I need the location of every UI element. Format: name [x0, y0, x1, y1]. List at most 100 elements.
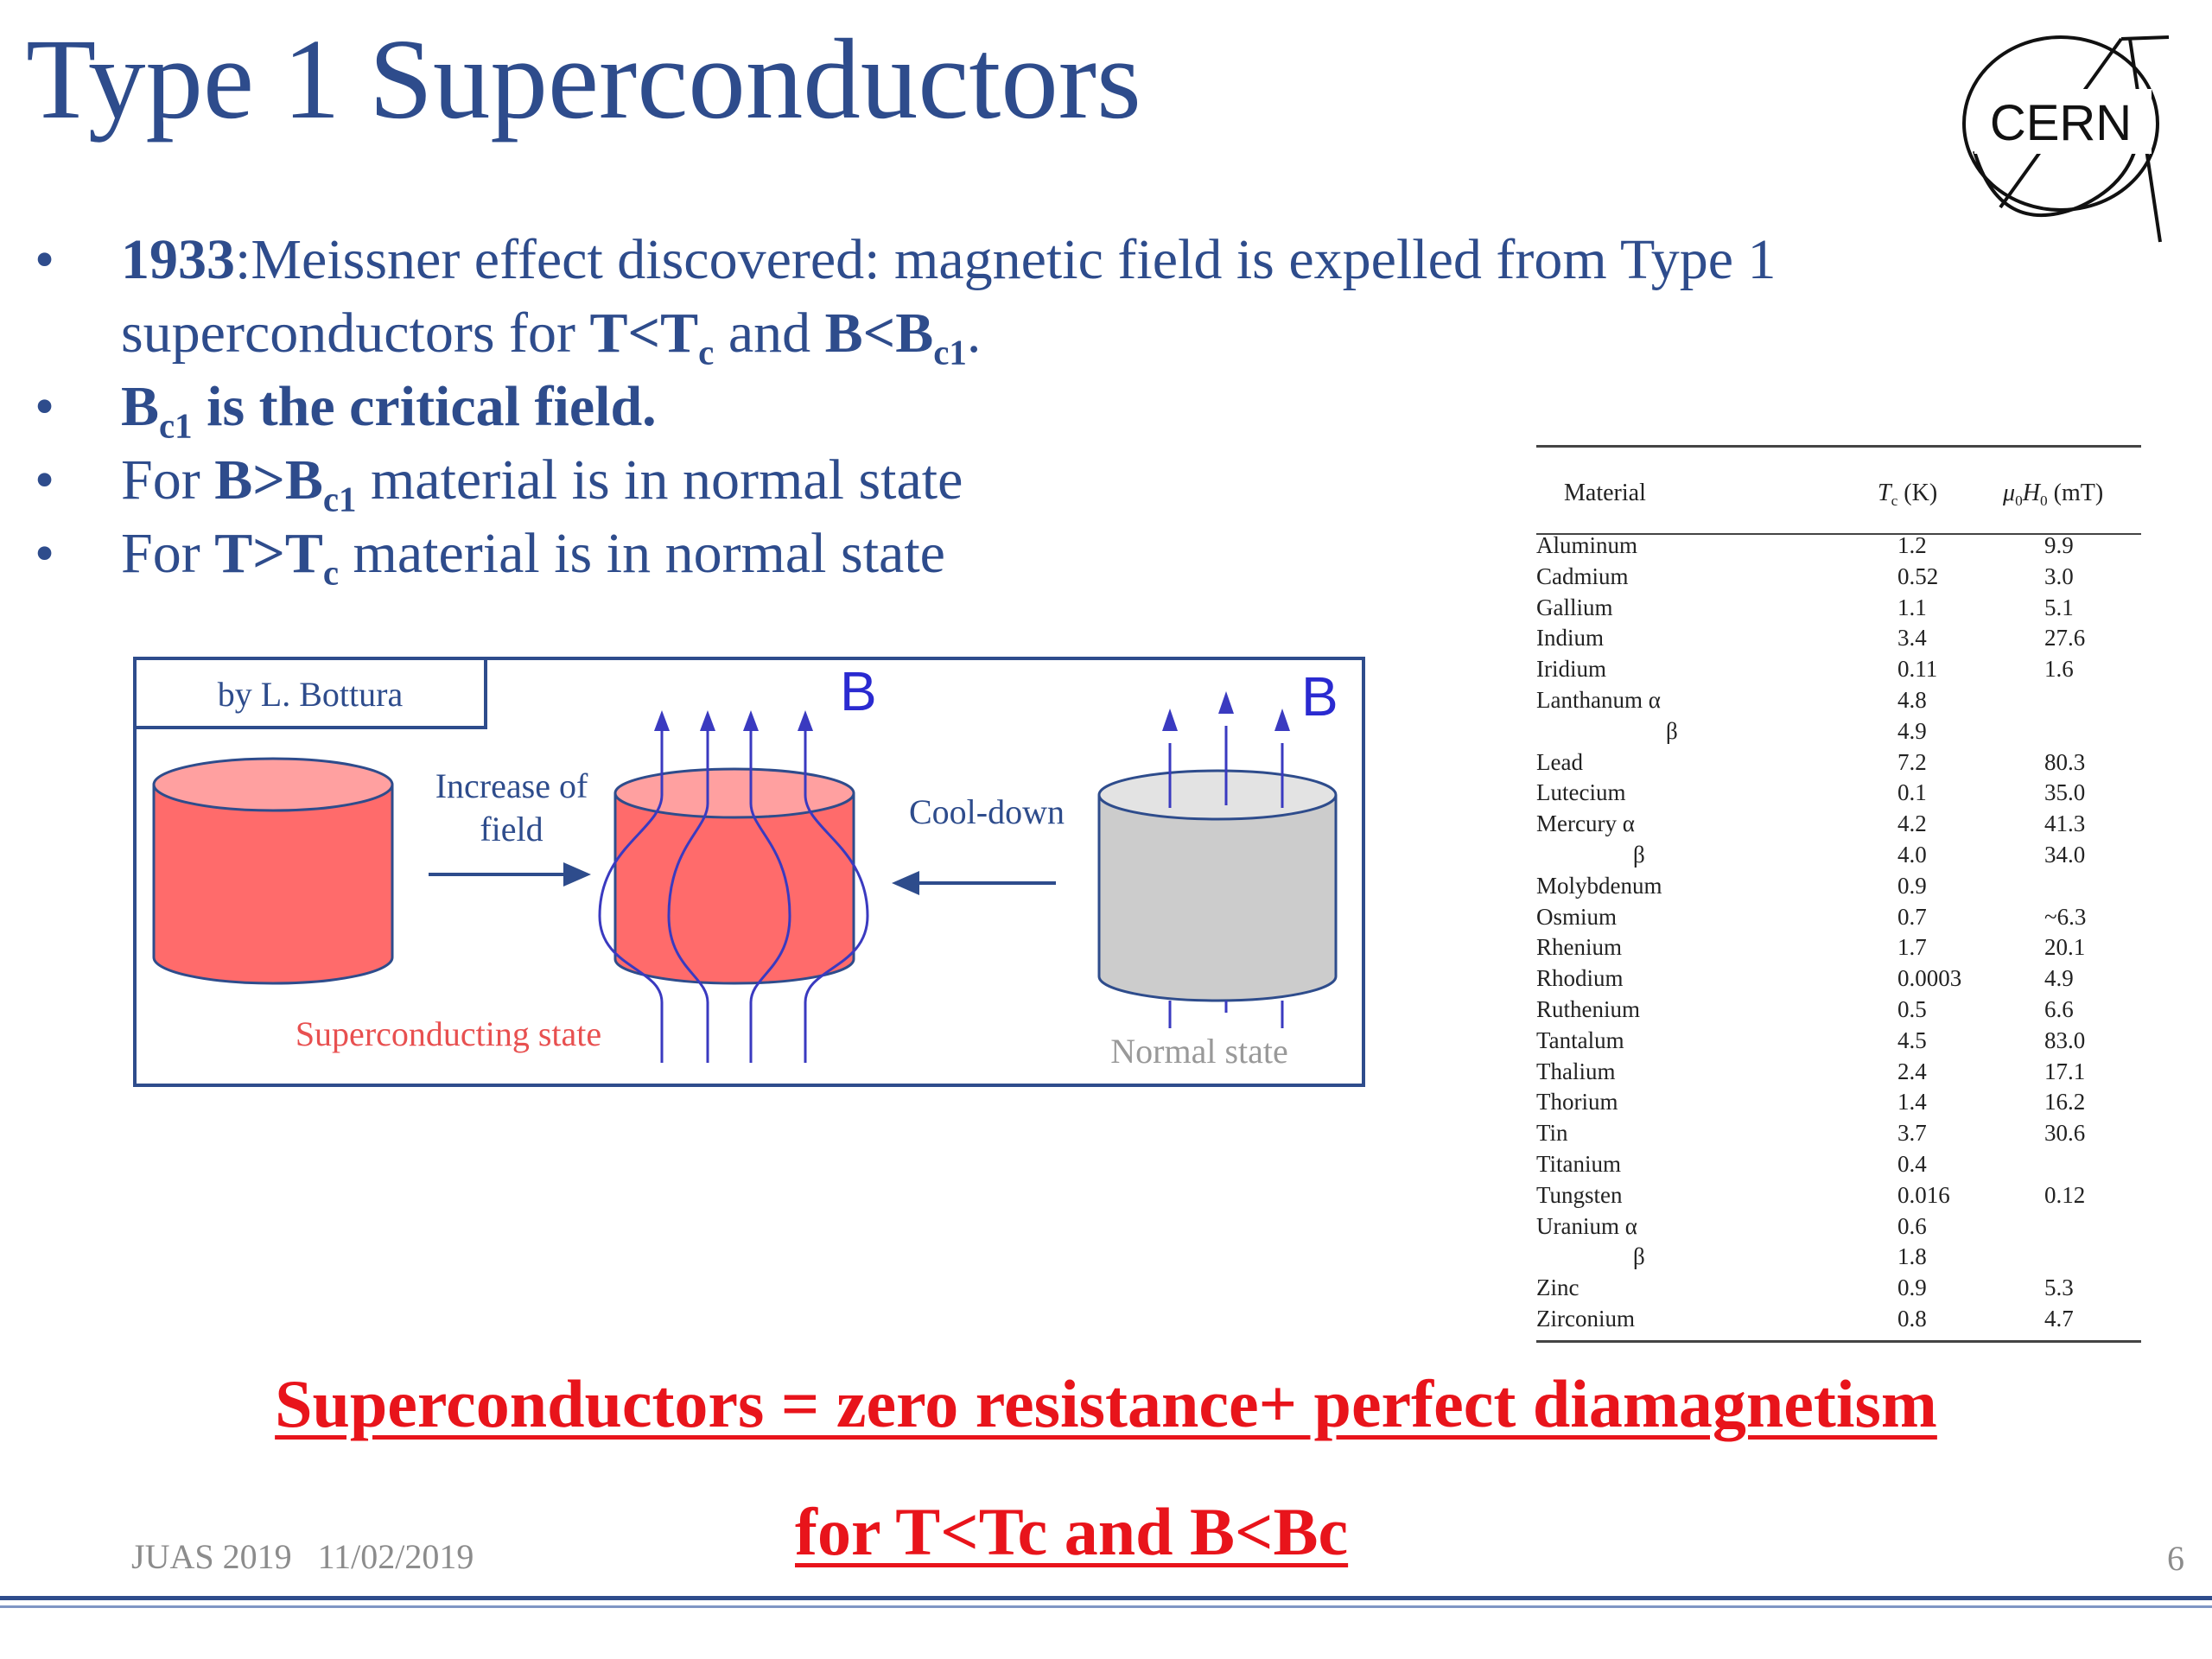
table-row: Cadmium 0.52 3.0: [1536, 561, 2141, 592]
increase-arrow-head: [563, 862, 591, 887]
tc-cell: 0.9: [1897, 872, 1927, 899]
credit-box: [133, 657, 487, 729]
tc-cell: 4.2: [1897, 810, 1927, 837]
footer-rule-thin: [0, 1605, 2212, 1608]
table-row: Lanthanum α 4.8: [1536, 684, 2141, 715]
bullet-pre: For: [121, 522, 215, 585]
material-cell: Osmium: [1536, 903, 1618, 930]
bullet-text: is the critical field.: [192, 375, 657, 438]
bullet-t: T>T: [214, 522, 323, 585]
bullet-dot: •: [35, 448, 55, 512]
material-cell: Titanium: [1536, 1151, 1622, 1177]
h0-cell: 4.9: [2044, 965, 2074, 992]
b-field-label-1: B: [840, 660, 877, 722]
material-cell: Lead: [1536, 748, 1583, 775]
cylinder-normal: [1097, 769, 1338, 1002]
h0-cell: 3.0: [2044, 563, 2074, 589]
h0-cell: 27.6: [2044, 625, 2086, 652]
material-cell: β: [1666, 717, 1678, 744]
page-number: 6: [2167, 1539, 2184, 1578]
tc-cell: 7.2: [1897, 748, 1927, 775]
tc-cell: 0.6: [1897, 1212, 1927, 1239]
footer-rule: [0, 1596, 2212, 1600]
bullet-and: and: [714, 302, 825, 365]
bullet-item-4: • For T>Tc material is in normal state: [35, 517, 1936, 590]
table-bottom-rule: [1536, 1340, 2141, 1343]
bullet-b: B>B: [214, 448, 323, 512]
tc-cell: 0.0003: [1897, 965, 1962, 992]
penetrating-field-lines: [1168, 726, 1284, 1028]
material-cell: Ruthenium: [1536, 996, 1640, 1022]
bullet-sub-c: c: [322, 553, 339, 593]
tc-cell: 1.1: [1897, 594, 1927, 620]
tc-cell: 4.8: [1897, 687, 1927, 713]
material-cell: Lanthanum α: [1536, 687, 1661, 713]
table-header-rule: [1536, 533, 2141, 535]
h0-cell: 20.1: [2044, 934, 2086, 961]
table-header-tc: Tc (K): [1878, 462, 1937, 524]
table-row: β 4.9: [1536, 715, 2141, 747]
material-cell: Tantalum: [1536, 1027, 1624, 1053]
material-cell: Cadmium: [1536, 563, 1629, 589]
h0-cell: 30.6: [2044, 1120, 2086, 1147]
h0-cell: ~6.3: [2044, 903, 2087, 930]
normal-state-label: Normal state: [1110, 1032, 1288, 1071]
credit-text: by L. Bottura: [218, 675, 404, 714]
bullet-end: .: [966, 302, 982, 365]
footer-date: 11/02/2019: [317, 1537, 474, 1576]
h-symbol: H: [2022, 480, 2040, 506]
tc-cell: 4.0: [1897, 842, 1927, 868]
material-cell: Iridium: [1536, 656, 1606, 683]
bullet-pre: For: [121, 448, 215, 512]
tc-cell: 0.016: [1897, 1181, 1950, 1208]
tc-cell: 1.7: [1897, 934, 1927, 961]
footer-event: JUAS 2019: [131, 1537, 292, 1576]
bullet-sub-c1: c1: [933, 333, 967, 372]
tc-cell: 1.4: [1897, 1089, 1927, 1116]
tc-cell: 1.8: [1897, 1243, 1927, 1270]
h0-cell: 83.0: [2044, 1027, 2086, 1053]
h0-cell: 16.2: [2044, 1089, 2086, 1116]
bullet-t: T<T: [589, 302, 699, 365]
cooldown-arrow-head: [892, 871, 919, 895]
tc-cell: 1.2: [1897, 532, 1927, 558]
h0-cell: 6.6: [2044, 996, 2074, 1022]
material-cell: Mercury α: [1536, 810, 1635, 837]
material-cell: Uranium α: [1536, 1212, 1637, 1239]
material-cell: Gallium: [1536, 594, 1613, 620]
tc-cell: 0.4: [1897, 1151, 1927, 1177]
material-cell: Tin: [1536, 1120, 1568, 1147]
bullet-text: material is in normal state: [356, 448, 963, 512]
h0-cell: 17.1: [2044, 1058, 2086, 1084]
bullet-item-3: • For B>Bc1 material is in normal state: [35, 443, 1936, 517]
summary-line-1: Superconductors = zero resistance+ perfe…: [275, 1366, 1937, 1441]
tc-cell: 4.9: [1897, 717, 1927, 744]
field-arrowheads-sc: [654, 710, 813, 731]
bullet-item-2: • Bc1 is the critical field.: [35, 370, 1936, 443]
cern-logo: CERN: [1962, 35, 2170, 243]
tc-cell: 0.52: [1897, 563, 1939, 589]
tc-cell: 0.9: [1897, 1274, 1927, 1301]
bullet-item-1: • 1933:Meissner effect discovered: magne…: [35, 223, 1936, 370]
table-top-rule: [1536, 445, 2141, 448]
h0-cell: 1.6: [2044, 656, 2074, 683]
bullet-sub-c1: c1: [322, 480, 357, 519]
material-cell: Zirconium: [1536, 1306, 1635, 1332]
tc-symbol: T: [1878, 480, 1891, 506]
cern-logo-text: CERN: [1990, 95, 2132, 151]
